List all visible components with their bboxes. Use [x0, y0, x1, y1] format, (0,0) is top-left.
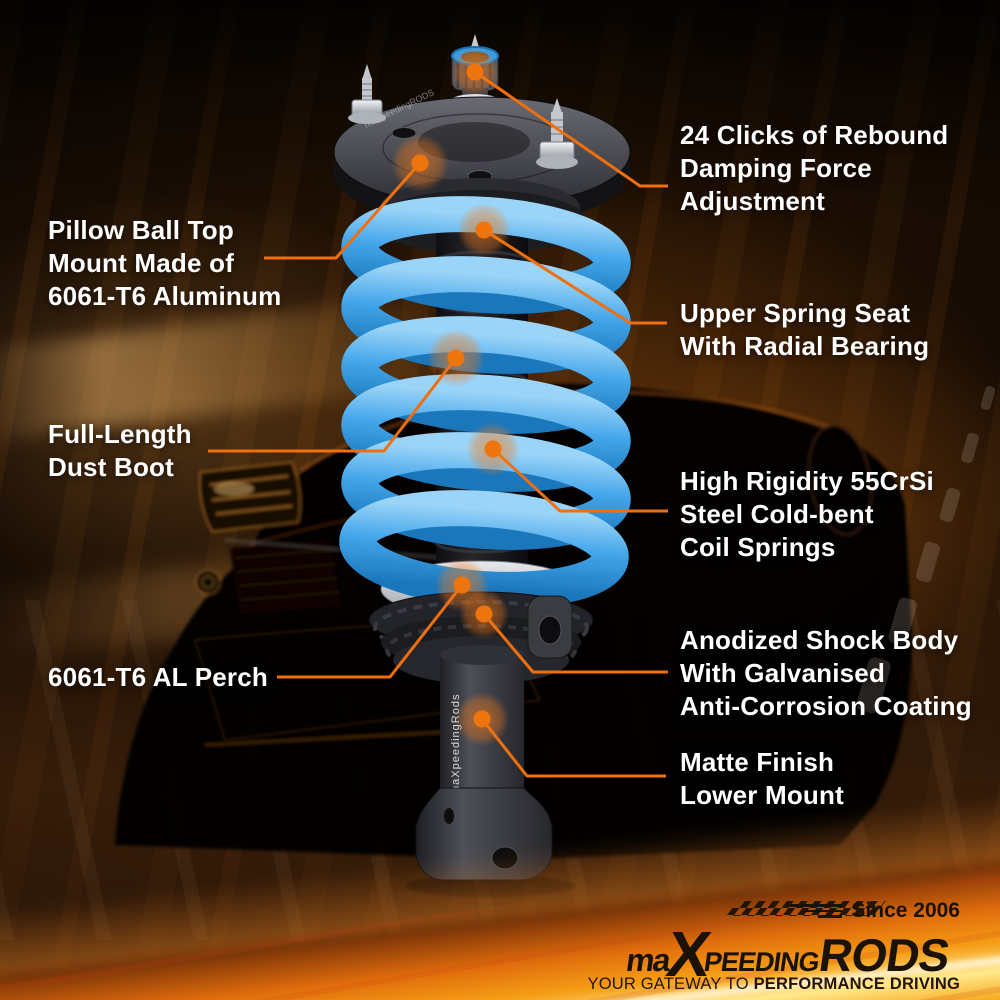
callout-text-line: Dust Boot	[48, 452, 174, 482]
callout-text-line: With Galvanised	[680, 658, 886, 688]
callout-label-al-perch: 6061-T6 AL Perch	[48, 661, 268, 694]
callout-text-line: High Rigidity 55CrSi	[680, 466, 934, 496]
callout-text-line: 6061-T6 Aluminum	[48, 281, 282, 311]
brand-tagline: YOUR GATEWAY TO PERFORMANCE DRIVING	[587, 975, 960, 994]
callout-line-coil-spring	[491, 447, 668, 513]
callout-dot-upper-seat	[457, 203, 511, 257]
callout-label-lower-mount: Matte Finish Lower Mount	[680, 746, 844, 812]
callout-label-dust-boot: Full-Length Dust Boot	[48, 418, 192, 484]
callout-text-line: Upper Spring Seat	[680, 298, 911, 328]
callout-dot-dust-boot	[427, 329, 485, 387]
callout-label-upper-spring-seat: Upper Spring Seat With Radial Bearing	[680, 297, 929, 363]
logo-ma: ma	[623, 942, 672, 978]
callout-line-upper-seat	[483, 228, 667, 325]
callout-dot-coil-spring	[466, 422, 520, 476]
checkered-flag-icon	[726, 901, 886, 916]
callout-line-perch	[277, 584, 464, 679]
callout-dot-damping	[451, 48, 499, 96]
callout-dot-lower-mount	[455, 692, 509, 746]
coilover-strut: maXpeedingRODS	[333, 34, 631, 897]
upper-bracket-ear	[527, 595, 573, 659]
callout-label-damping-adjustment: 24 Clicks of Rebound Damping Force Adjus…	[680, 119, 948, 218]
callout-text-line: Full-Length	[48, 419, 192, 449]
callout-label-coil-springs: High Rigidity 55CrSi Steel Cold-bent Coi…	[680, 465, 934, 564]
logo-peeding: PEEDING	[702, 947, 821, 977]
callout-text-line: Damping Force	[680, 153, 872, 183]
logo-rods: RODS	[815, 929, 953, 981]
callout-text-line: Steel Cold-bent	[680, 499, 874, 529]
mounting-stud-left	[348, 64, 386, 124]
callout-label-shock-body: Anodized Shock Body With Galvanised Anti…	[680, 624, 972, 723]
callout-dot-shock-body	[459, 589, 509, 639]
callout-text-line: Mount Made of	[48, 248, 235, 278]
tagline-prefix: YOUR GATEWAY TO	[587, 975, 749, 993]
callout-text-line: Matte Finish	[680, 747, 835, 777]
callout-text-line: 6061-T6 AL Perch	[48, 662, 268, 692]
callout-line-dust-boot	[208, 357, 458, 453]
callout-text-line: Lower Mount	[680, 780, 844, 810]
tagline-emphasis: PERFORMANCE DRIVING	[753, 975, 960, 993]
callout-text-line: 24 Clicks of Rebound	[680, 120, 949, 150]
car-wheel	[807, 424, 873, 536]
callout-line-shock-body	[482, 613, 668, 674]
callout-label-pillow-ball-top-mount: Pillow Ball Top Mount Made of 6061-T6 Al…	[48, 214, 281, 313]
callout-line-damping	[474, 70, 668, 188]
fog-light	[195, 569, 221, 595]
headlight	[198, 461, 301, 533]
callout-text-line: Adjustment	[680, 186, 825, 216]
callout-text-line: Anti-Corrosion Coating	[680, 691, 972, 721]
callout-line-pillow-ball	[264, 162, 422, 260]
callout-text-line: Pillow Ball Top	[48, 215, 234, 245]
lane-markings	[856, 386, 996, 714]
callout-text-line: Coil Springs	[680, 532, 836, 562]
callout-dots	[391, 48, 520, 746]
callout-text-line: Anodized Shock Body	[680, 625, 959, 655]
callout-text-line: With Radial Bearing	[680, 331, 930, 361]
callout-dot-pillow-ball	[391, 134, 449, 192]
